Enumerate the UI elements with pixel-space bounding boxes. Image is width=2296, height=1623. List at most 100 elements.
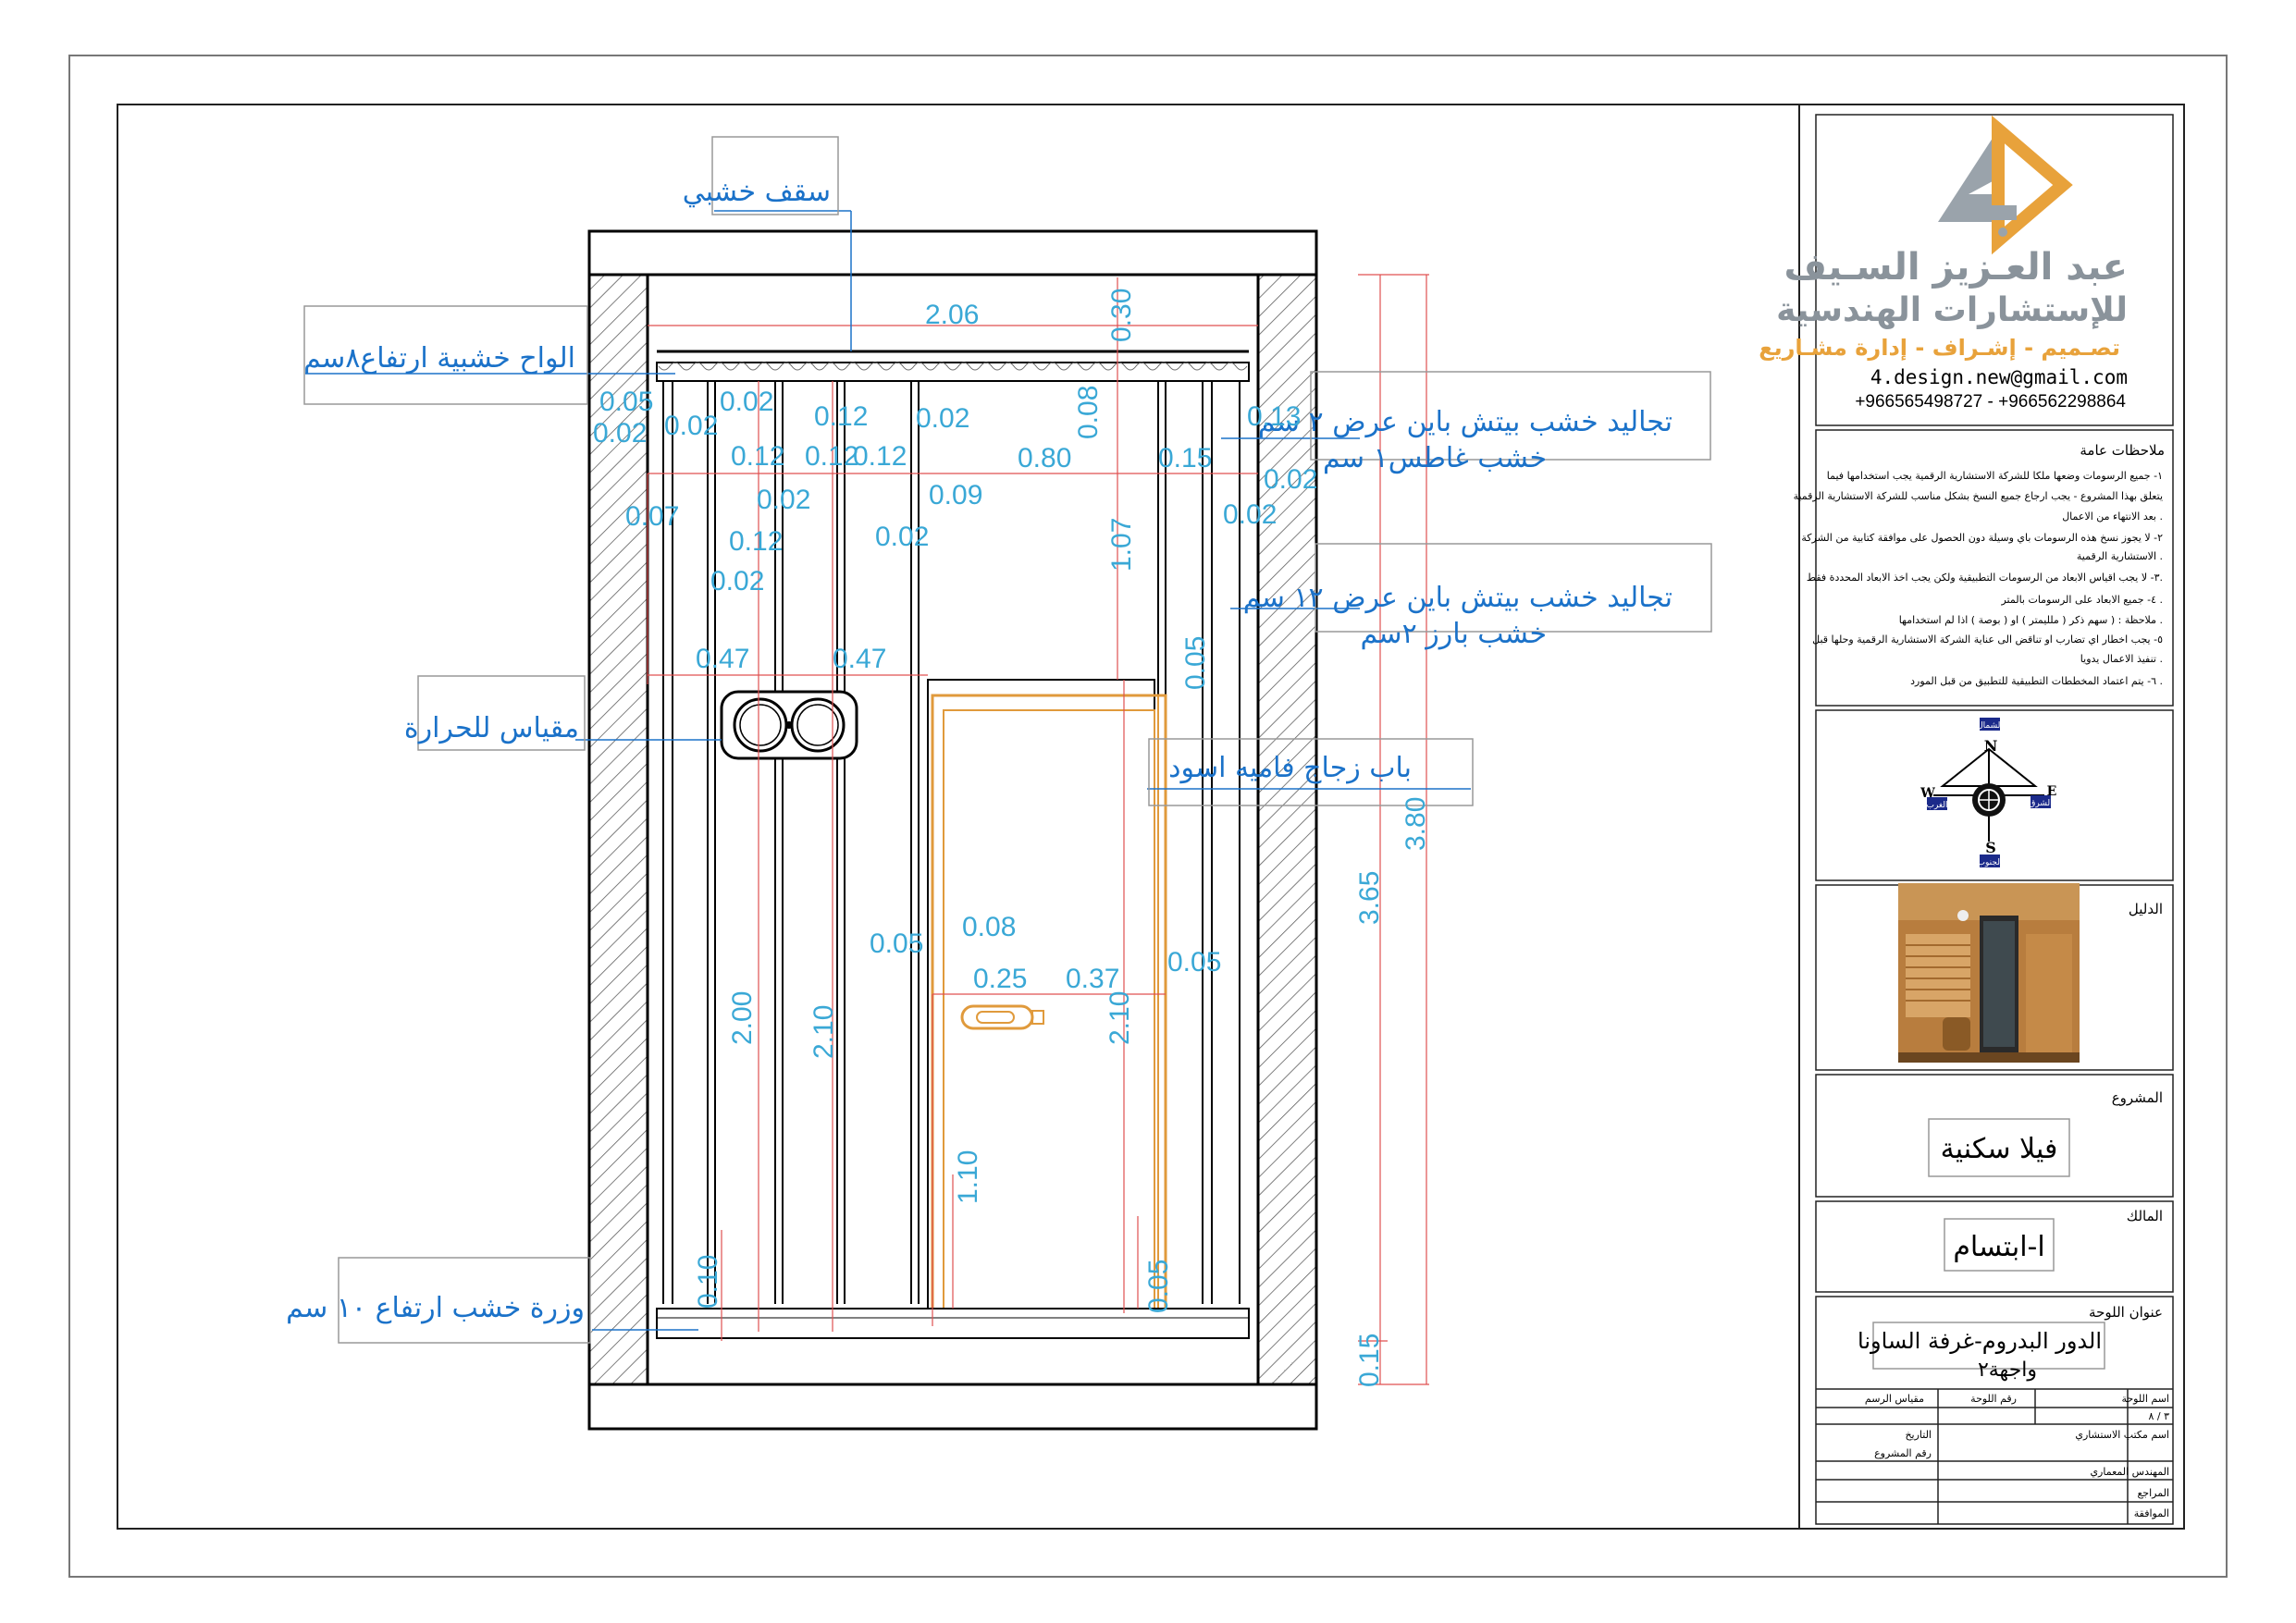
thermometer-icon: [720, 690, 858, 760]
table-consultant: اسم مكتب الاستشاري: [2075, 1429, 2169, 1441]
wood-ceiling-band: [656, 362, 1250, 382]
company-subtitle: للإستشارات الهندسية: [1776, 291, 2128, 329]
dim-2-06: 2.06: [925, 300, 979, 330]
table-engineer: المهندس المعماري: [2090, 1466, 2169, 1478]
label-thermometer: مقياس للحرارة: [404, 712, 579, 744]
dim-0-80: 0.80: [1018, 443, 1071, 473]
label-baseboard: وزرة خشب ارتفاع ١٠ سم: [286, 1292, 585, 1324]
sheet-title-line1: الدور البدروم-غرفة الساونا: [1858, 1328, 2102, 1354]
sheet-info-table: مقياس الرسم رقم اللوحة اسم اللوحة ٣ / ٨ …: [1865, 1393, 2169, 1519]
dim-0-37: 0.37: [1066, 964, 1119, 994]
sheet-title-line2: واجهة٢: [1978, 1359, 2037, 1382]
dim-0-13: 0.13: [1247, 401, 1301, 432]
note-line: ٢- لا يجوز نسخ هذه الرسومات باي وسيلة دو…: [1801, 532, 2163, 544]
baseboard: [656, 1308, 1250, 1339]
company-email: 4.design.new@gmail.com: [1870, 366, 2128, 388]
title-block-frames: [1815, 114, 2174, 1525]
note-line: ٤- جميع الابعاد على الرسومات بالمتر .: [2000, 594, 2163, 606]
dim-0-12-d: 0.12: [853, 441, 907, 472]
label-wood-planks: الواح خشبية ارتفاع٨سم: [303, 342, 575, 375]
dim-0-30: 0.30: [1106, 289, 1137, 342]
note-line: تنفيذ الاعمال يدويا .: [2080, 653, 2163, 665]
ceiling-slab: [587, 229, 1318, 277]
dim-0-15-b: 0.15: [1354, 1334, 1385, 1387]
company-phones: +966565498727 - +966562298864: [1855, 392, 2126, 412]
dim-0-09: 0.09: [929, 480, 982, 510]
door-handle: [960, 1004, 1034, 1030]
dim-2-10-a: 2.10: [809, 1005, 839, 1059]
dim-0-15-a: 0.15: [1158, 443, 1212, 473]
compass-east-ar: الشرق: [2029, 799, 2052, 808]
dim-0-12-c: 0.12: [805, 441, 858, 472]
dim-0-10: 0.10: [693, 1255, 723, 1309]
note-line: يتعلق بهذا المشروع - يجب ارجاع جميع النس…: [1794, 490, 2163, 503]
company-logo: [1938, 115, 2073, 255]
label-cladding-recessed-l1: تجاليد خشب بيتش باين عرض ٢ سم: [1258, 406, 1673, 438]
dim-0-02-d: 0.02: [916, 403, 969, 434]
table-approval: الموافقة: [2134, 1507, 2169, 1519]
note-line: ٣- لا يجب اقياس الابعاد من الرسومات التط…: [1807, 572, 2163, 584]
dim-0-02-e: 0.02: [1264, 464, 1317, 495]
project-label: المشروع: [2112, 1089, 2163, 1106]
note-line: ملاحظة : ( سهم ذكر ( ملليمتر ) او ( بوصة…: [1899, 614, 2163, 626]
owner-value: ا-ابتسام: [1953, 1231, 2044, 1263]
dim-0-05-b: 0.05: [1180, 636, 1211, 690]
note-line: ١- جميع الرسومات وضعها ملكا للشركة الاست…: [1827, 470, 2163, 482]
note-line: بعد الانتهاء من الاعمال .: [2062, 510, 2163, 523]
leader-lines: [305, 210, 1471, 1331]
dim-3-65: 3.65: [1354, 871, 1385, 925]
dimension-texts: 2.06 0.30 0.05 0.02 0.02 0.02 0.12 0.12 …: [593, 289, 1431, 1387]
dim-0-05-d: 0.05: [1167, 947, 1221, 977]
dim-0-07: 0.07: [625, 501, 679, 532]
dim-0-02-i: 0.02: [710, 566, 764, 596]
dim-0-02-g: 0.02: [1223, 499, 1277, 530]
compass-north-ar: الشمال: [1977, 721, 2003, 731]
dim-0-08-b: 0.08: [962, 912, 1016, 942]
dim-0-12-e: 0.12: [729, 526, 783, 557]
dim-0-02-h: 0.02: [875, 522, 929, 552]
dim-0-02-f: 0.02: [757, 485, 810, 515]
dim-0-02-c: 0.02: [720, 387, 773, 417]
label-cladding-raised-l2: خشب بارز ٢سم: [1360, 618, 1547, 650]
label-boxes: [303, 136, 1712, 1344]
dim-0-12-a: 0.12: [814, 401, 868, 432]
label-door: باب زجاج فاميه اسود: [1168, 752, 1412, 784]
sheet-title-label: عنوان اللوحة: [2089, 1304, 2163, 1321]
compass-north: N: [1984, 737, 1998, 755]
dim-0-08-a: 0.08: [1073, 386, 1104, 439]
dim-1-07: 1.07: [1106, 518, 1137, 572]
dim-3-80: 3.80: [1401, 797, 1431, 851]
compass-south-ar: الجنوب: [1978, 858, 2003, 867]
dim-0-02-b: 0.02: [664, 411, 718, 441]
label-ceiling: سقف خشبي: [683, 176, 831, 208]
table-date: التاريخ: [1905, 1429, 1932, 1441]
sauna-elevation: [305, 210, 1471, 1431]
compass-west-ar: الغرب: [1926, 801, 1947, 810]
table-project-no: رقم المشروع: [1874, 1447, 1932, 1459]
table-scale: مقياس الرسم: [1865, 1393, 1924, 1405]
note-line: ٥- يجب اخطار اي تضارب او تناقض الى عناية…: [1812, 633, 2163, 646]
reference-photo: [1898, 883, 2080, 1063]
inner-border: [117, 104, 2185, 1530]
label-cladding-raised-l1: تجاليد خشب بيتش باين عرض ١٢ سم: [1243, 582, 1673, 614]
dim-0-02-a: 0.02: [593, 418, 647, 449]
note-line: الاستشارية الرقمية .: [2077, 550, 2163, 562]
owner-label: المالك: [2127, 1208, 2163, 1224]
company-tagline: تصـميم - إشـراف - إدارة مشـاريع: [1759, 335, 2120, 361]
guide-label: الدليل: [2129, 901, 2163, 917]
compass-west: W: [1920, 786, 1935, 801]
compass-east: E: [2047, 784, 2057, 799]
label-cladding-recessed-l2: خشب غاطس١ سم: [1323, 442, 1547, 474]
dim-0-05-e: 0.05: [1143, 1260, 1174, 1313]
dim-0-05-c: 0.05: [870, 928, 923, 959]
compass-icon: [1927, 718, 2051, 867]
dim-0-47-a: 0.47: [696, 644, 749, 674]
note-line: ٦- يتم اعتماد المخططات التطبيقية للتطبيق…: [1910, 675, 2163, 688]
table-reviewer: المراجع: [2137, 1487, 2169, 1499]
dim-0-25: 0.25: [973, 964, 1027, 994]
notes-title: ملاحظات عامة: [2080, 442, 2165, 459]
dim-0-05-a: 0.05: [599, 387, 653, 417]
notes-list: ١- جميع الرسومات وضعها ملكا للشركة الاست…: [1794, 470, 2164, 688]
dim-2-10-b: 2.10: [1105, 991, 1135, 1045]
